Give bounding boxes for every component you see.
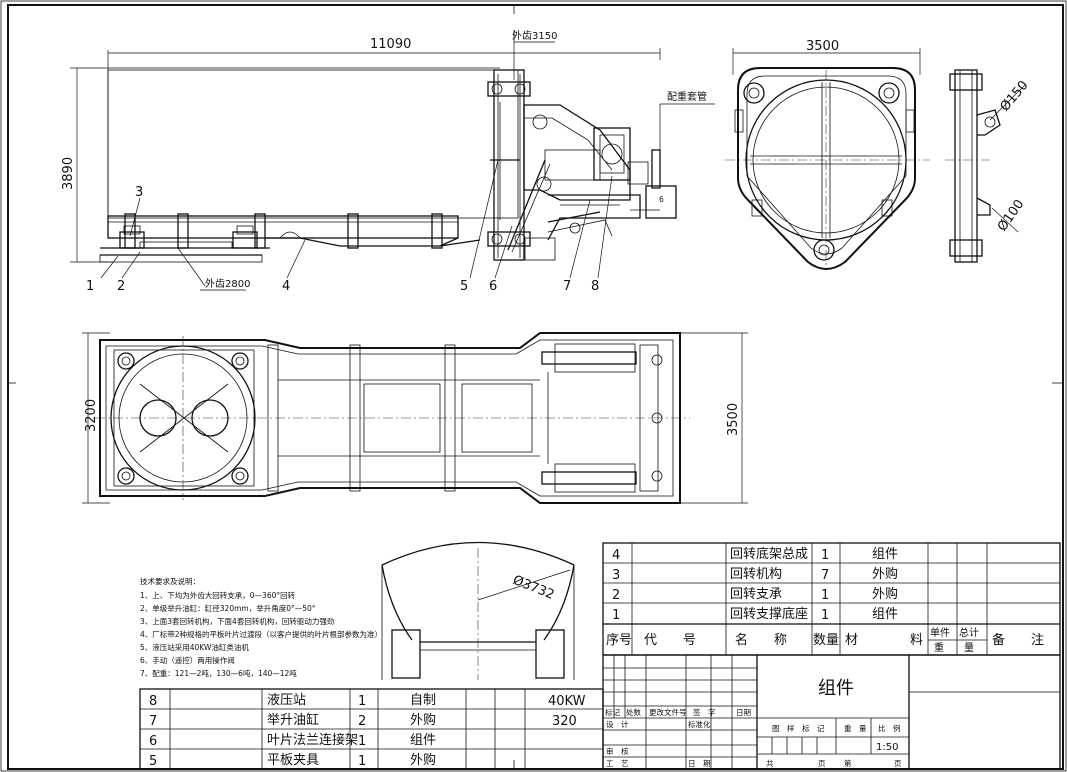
- parts-top-name-2: 回转机构: [730, 567, 782, 582]
- parts-bottom-name-8: 液压站: [267, 693, 306, 708]
- plan-width-left-label: 3200: [84, 399, 99, 432]
- note-line-2: 2、单级举升油缸：缸径320mm，举升角度0°—50°: [140, 603, 316, 613]
- tb-date: 日期: [736, 708, 751, 717]
- parts-top-name-4: 回转支撑底座: [730, 606, 808, 622]
- callout-7: 7: [563, 279, 571, 294]
- parts-top-no-3: 2: [612, 588, 620, 603]
- parts-header-no: 序号: [606, 633, 632, 648]
- note-line-3: 3、上面3套回转机构，下面4套回转机构，回转驱动力强劲: [140, 616, 334, 626]
- parts-bottom-no-7: 7: [149, 714, 157, 729]
- pin-side-view: Ø150 Ø100: [945, 69, 1032, 263]
- tb-count: 处数: [626, 707, 641, 717]
- parts-bottom-mat-6: 组件: [410, 733, 436, 748]
- parts-header-material: 材 料: [845, 633, 923, 648]
- parts-bottom-remark-7: 320: [552, 714, 577, 729]
- parts-bottom-qty-5: 1: [358, 754, 366, 769]
- parts-top-qty-3: 1: [821, 588, 829, 603]
- dim-height-label: 3890: [61, 157, 76, 190]
- parts-top-no-2: 3: [612, 568, 620, 583]
- tb-date2: 日 期: [688, 759, 711, 768]
- parts-top-mat-1: 组件: [872, 547, 898, 562]
- parts-bottom-name-7: 举升油缸: [267, 712, 319, 728]
- tb-scale-value: 1:50: [876, 742, 898, 753]
- callout-2: 2: [117, 279, 125, 294]
- parts-bottom-mat-8: 自制: [410, 693, 436, 708]
- parts-header-qty: 数量: [813, 633, 839, 648]
- parts-bottom-no-6: 6: [149, 734, 157, 749]
- parts-bottom-mat-7: 外购: [410, 712, 436, 728]
- title-block: 标记 处数 更改文件号 签 字 日期 设 计 标准化 审 核 工 艺 日 期 组…: [602, 654, 1061, 770]
- parts-header-total: 总计: [959, 626, 979, 639]
- parts-bottom-remark-8: 40KW: [548, 694, 586, 709]
- parts-list-bottom: 8 液压站 1 自制 40KW 7 举升油缸 2 外购 320 6 叶片法兰连接…: [139, 688, 604, 770]
- tb-signature: 签 字: [693, 707, 716, 717]
- parts-top-no-1: 4: [612, 548, 620, 563]
- parts-top-name-3: 回转支承: [730, 587, 782, 602]
- note-line-7: 7、配重：121—2吨，130—6吨，140—12吨: [140, 668, 297, 678]
- parts-bottom-no-5: 5: [149, 754, 157, 769]
- parts-header-code: 代 号: [644, 633, 696, 648]
- tb-process: 工 艺: [606, 759, 629, 768]
- side-view: 11090 3890: [61, 30, 715, 294]
- outer-gear-bottom-label: 外齿2800: [205, 278, 250, 290]
- parts-bottom-mat-5: 外购: [410, 752, 436, 768]
- tb-review: 审 核: [606, 746, 629, 756]
- tb-drawing-name: 组件: [818, 678, 854, 699]
- parts-top-qty-1: 1: [821, 548, 829, 563]
- pin-dia-150-label: Ø150: [998, 78, 1032, 114]
- parts-top-qty-2: 7: [821, 568, 829, 583]
- parts-bottom-qty-8: 1: [358, 694, 366, 709]
- detail-arc-view: Ø3732: [381, 541, 575, 680]
- dim-length-label: 11090: [370, 37, 411, 52]
- parts-bottom-no-8: 8: [149, 694, 157, 709]
- tb-standardize: 标准化: [688, 719, 711, 729]
- counterweight-label: 配重套管: [667, 90, 707, 103]
- tb-page: 页: [818, 759, 826, 768]
- plan-view: 3200 3500: [82, 332, 748, 504]
- parts-bottom-qty-6: 1: [358, 734, 366, 749]
- plan-width-right-label: 3500: [726, 403, 741, 436]
- note-line-6: 6、手动（遥控）两用操作阀: [140, 655, 235, 665]
- parts-bottom-qty-7: 2: [358, 714, 366, 729]
- callout-6: 6: [489, 279, 497, 294]
- tb-sheet: 第: [844, 758, 852, 768]
- end-view: 3500: [725, 39, 930, 270]
- tb-change-doc: 更改文件号: [649, 707, 687, 717]
- parts-header-weight: 重 量: [934, 641, 974, 654]
- parts-top-mat-3: 外购: [872, 586, 898, 602]
- note-line-1: 1、上、下均为外齿大回转支承，0—360°回转: [140, 590, 296, 600]
- callout-3: 3: [135, 185, 143, 200]
- tb-stage-mark: 图 样 标 记: [772, 723, 825, 733]
- tb-mark: 标记: [605, 707, 620, 717]
- tech-notes: 技术要求及说明： 1、上、下均为外齿大回转支承，0—360°回转 2、单级举升油…: [140, 576, 382, 678]
- parts-bottom-name-6: 叶片法兰连接架: [267, 732, 358, 748]
- detail-dia-label: Ø3732: [511, 573, 557, 603]
- parts-top-name-1: 回转底架总成: [730, 546, 808, 562]
- callout-5: 5: [460, 279, 468, 294]
- parts-top-mat-4: 组件: [872, 607, 898, 622]
- end-view-width-label: 3500: [806, 39, 839, 54]
- tb-design: 设 计: [606, 719, 629, 729]
- callout-8: 8: [591, 279, 599, 294]
- parts-list-top: 4 回转底架总成 1 组件 3 回转机构 7 外购 2 回转支承 1 外购 1 …: [602, 542, 1061, 656]
- callout-1: 1: [86, 279, 94, 294]
- note-line-4: 4、厂标带2种规格的平板叶片过渡段（以客户提供的叶片根部参数为准）: [140, 629, 382, 639]
- tb-page2: 页: [894, 759, 902, 768]
- tb-total-pages: 共: [766, 759, 774, 768]
- outer-gear-top-label: 外齿3150: [512, 30, 557, 42]
- note-line-5: 5、液压站采用40KW油缸类油机: [140, 642, 249, 652]
- callout-4: 4: [282, 279, 290, 294]
- parts-bottom-name-5: 平板夹具: [267, 753, 319, 768]
- tb-weight: 重 量: [844, 724, 867, 733]
- parts-top-mat-2: 外购: [872, 566, 898, 582]
- parts-header-name: 名 称: [735, 632, 787, 648]
- parts-top-no-4: 1: [612, 608, 620, 623]
- parts-top-qty-4: 1: [821, 608, 829, 623]
- svg-text:6: 6: [659, 195, 664, 204]
- notes-title: 技术要求及说明：: [140, 576, 200, 586]
- parts-header-remark: 备 注: [992, 632, 1044, 648]
- parts-header-unit: 单件: [930, 627, 950, 639]
- tb-scale: 比 例: [878, 723, 901, 733]
